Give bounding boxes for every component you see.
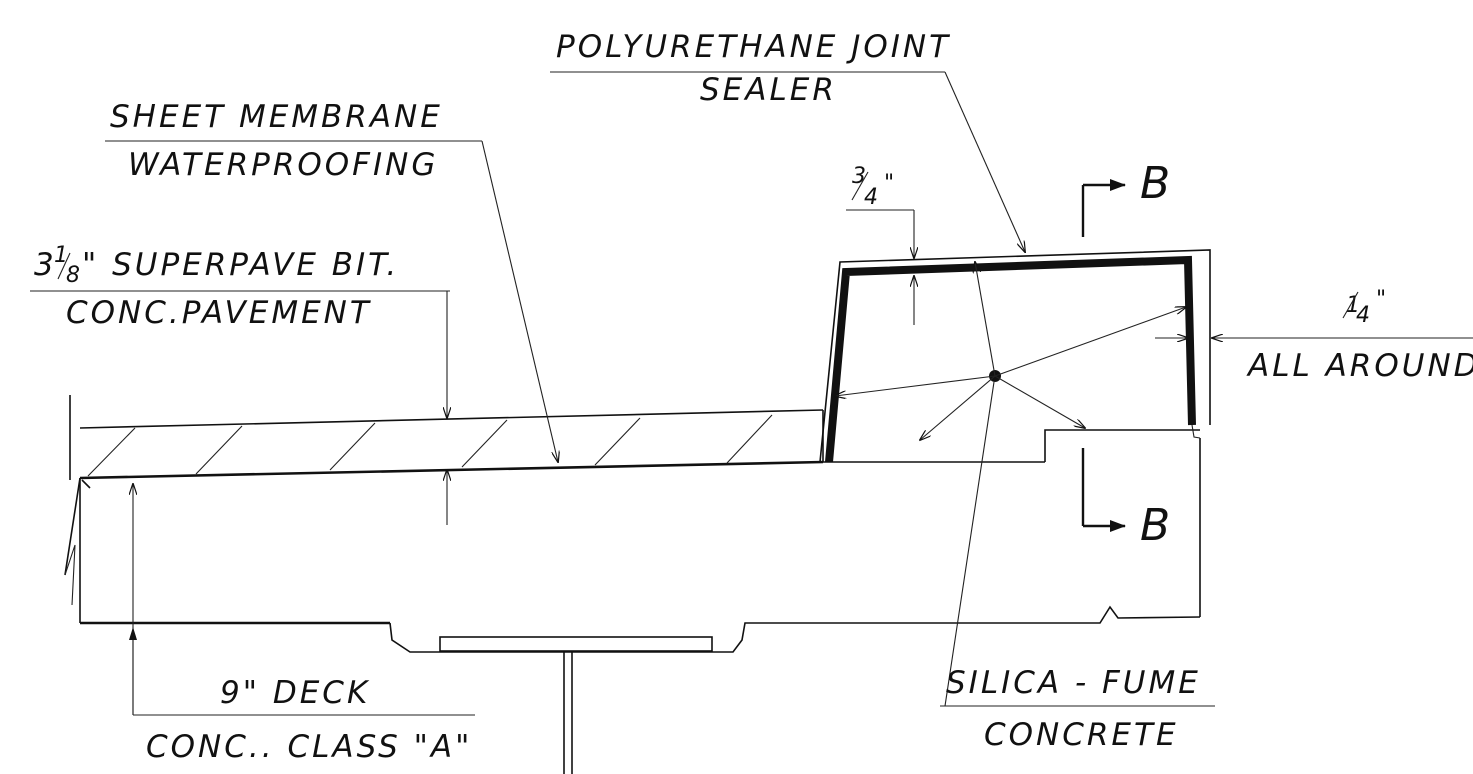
- pave-line1-rest: " SUPERPAVE BIT.: [82, 247, 399, 283]
- pavement-hatch: [87, 414, 773, 477]
- deck-slab: [64, 395, 1201, 653]
- section-b-top: B: [1140, 158, 1170, 209]
- pave-line2: CONC.PAVEMENT: [66, 295, 372, 331]
- deck-line1: 9" DECK: [220, 675, 370, 711]
- pave-prefix: 3: [34, 247, 57, 283]
- section-b-bottom: B: [1140, 500, 1170, 551]
- sheet-line1: SHEET MEMBRANE: [110, 99, 443, 135]
- q-inch: ": [1376, 287, 1386, 312]
- label-superpave: 3 1 8 " SUPERPAVE BIT. CONC.PAVEMENT: [30, 243, 450, 525]
- silica-line1: SILICA - FUME: [946, 665, 1201, 701]
- tq-inch: ": [884, 171, 894, 196]
- deck-line2: CONC.. CLASS "A": [146, 729, 472, 765]
- label-silica-fume: SILICA - FUME CONCRETE: [940, 381, 1215, 753]
- center-point: [835, 262, 1186, 440]
- dim-three-quarter: 3 4 ": [846, 164, 914, 325]
- pave-frac-den: 8: [66, 263, 80, 288]
- girder: [439, 636, 713, 774]
- poly-line1: POLYURETHANE JOINT: [556, 29, 951, 65]
- label-deck: 9" DECK CONC.. CLASS "A": [129, 484, 475, 765]
- poly-line2: SEALER: [700, 72, 837, 108]
- section-marker-b: B B: [1081, 158, 1170, 551]
- tq-den: 4: [864, 185, 878, 210]
- polyurethane-joint-sealer: [819, 249, 1211, 463]
- label-sheet-membrane: SHEET MEMBRANE WATERPROOFING: [105, 99, 558, 462]
- tq-num: 3: [852, 164, 866, 189]
- silica-line2: CONCRETE: [984, 717, 1179, 753]
- sheet-line2: WATERPROOFING: [128, 147, 438, 183]
- asphalt-pavement-layer: [79, 409, 824, 480]
- pave-frac-num: 1: [54, 243, 68, 268]
- all-around: ALL AROUND: [1246, 348, 1473, 384]
- q-num: 1: [1346, 293, 1360, 318]
- q-den: 4: [1356, 303, 1370, 328]
- dim-quarter-all-around: 1 4 " ALL AROUND: [1155, 287, 1473, 384]
- label-polyurethane: POLYURETHANE JOINT SEALER: [550, 29, 1025, 252]
